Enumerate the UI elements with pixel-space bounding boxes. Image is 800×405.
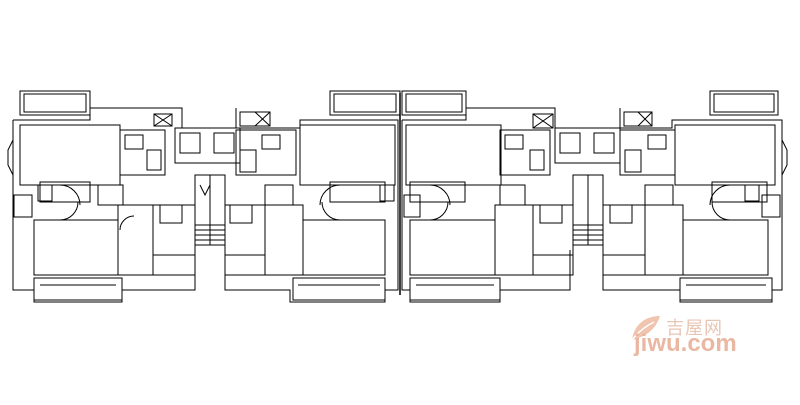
unit-1: [7, 90, 196, 303]
watermark: 吉屋网 jiwu.com: [626, 310, 786, 360]
leaf-logo-icon: [631, 316, 660, 341]
unit-3: [401, 90, 574, 303]
unit-4: [602, 90, 788, 303]
watermark-en-text: jiwu.com: [634, 330, 737, 357]
unit-2: [224, 90, 401, 303]
stair-core-1: [174, 127, 241, 246]
watermark-cn-text: 吉屋网: [666, 318, 723, 339]
stair-core-2: [554, 127, 621, 246]
